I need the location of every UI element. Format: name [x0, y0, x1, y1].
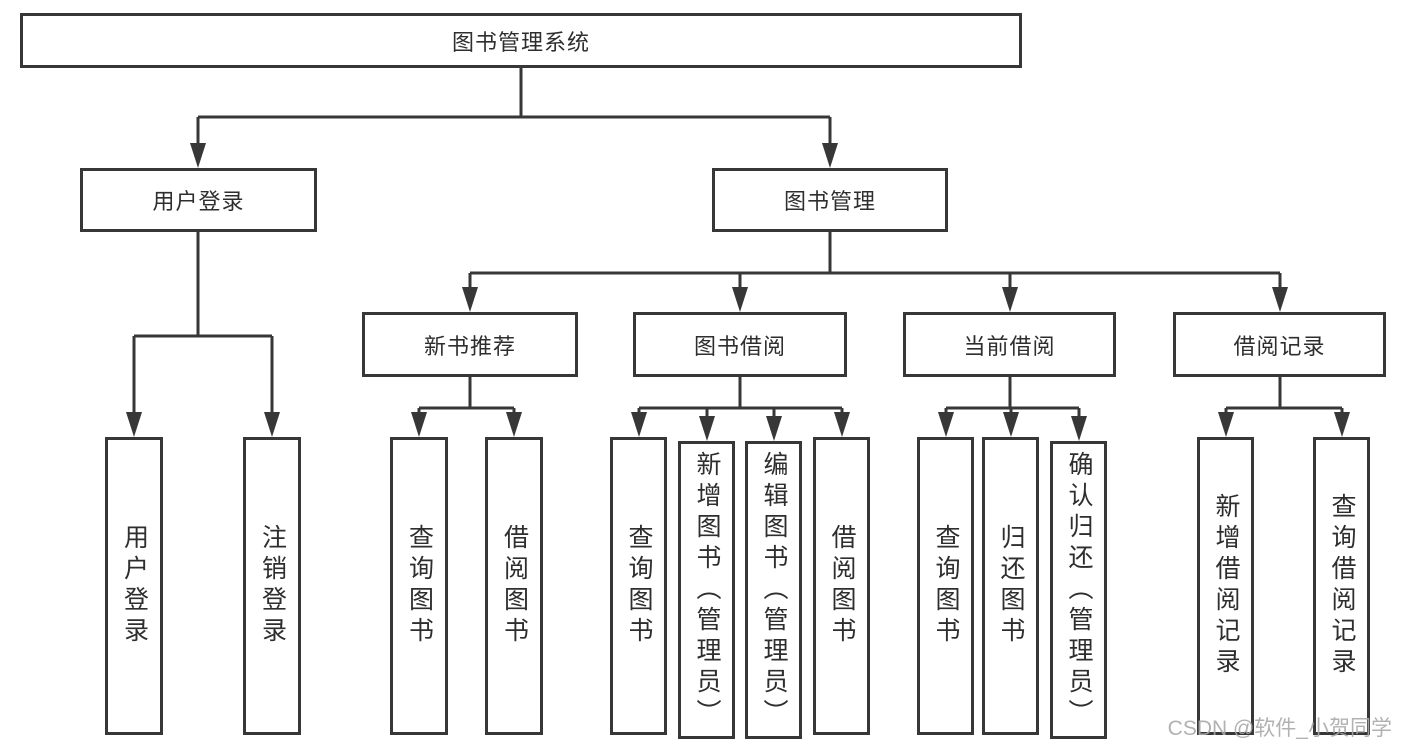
- arrowhead: [264, 412, 280, 437]
- arrowhead: [822, 143, 838, 168]
- leaf-recommend-borrow-book: 借阅图书: [485, 437, 543, 735]
- node-borrow-record: 借阅记录: [1173, 312, 1386, 377]
- arrowheads: [126, 143, 1350, 441]
- node-book-borrow: 图书借阅: [633, 312, 847, 377]
- node-user-login: 用户登录: [80, 168, 317, 232]
- node-current-borrow-label: 当前借阅: [963, 333, 1056, 359]
- arrowhead: [411, 412, 427, 437]
- edge-recommend-to-leaves: [417, 377, 516, 422]
- leaf-recommend-borrow-book-label: 借阅图书: [500, 524, 529, 648]
- leaf-record-query-borrow-record: 查询借阅记录: [1313, 437, 1370, 735]
- arrowhead: [1071, 416, 1087, 441]
- arrowhead: [1334, 412, 1350, 437]
- arrowhead: [506, 412, 522, 437]
- leaf-recommend-query-book: 查询图书: [390, 437, 448, 735]
- leaf-current-return-book-label: 归还图书: [997, 524, 1025, 648]
- arrowhead: [190, 143, 206, 168]
- arrowhead: [462, 287, 478, 312]
- leaf-borrow-add-book-admin-label: 新增图书（管理员）: [693, 450, 721, 730]
- arrowhead: [1272, 287, 1288, 312]
- node-book-management-label: 图书管理: [783, 189, 876, 214]
- edge-userlogin-to-leaves: [132, 232, 274, 420]
- edge-record-to-leaves: [1224, 377, 1344, 422]
- node-book-management: 图书管理: [712, 168, 948, 232]
- leaf-current-query-book: 查询图书: [917, 437, 974, 735]
- csdn-watermark: CSDN @软件_小贺同学: [1167, 717, 1392, 740]
- arrowhead: [631, 412, 647, 437]
- arrowhead: [126, 412, 142, 437]
- leaf-current-confirm-return-admin: 确认归还（管理员）: [1050, 441, 1107, 739]
- arrowhead: [732, 287, 748, 312]
- leaf-current-confirm-return-admin-label: 确认归还（管理员）: [1065, 450, 1093, 730]
- leaf-user-login-label: 用户登录: [120, 524, 149, 648]
- leaf-record-add-borrow-record-label: 新增借阅记录: [1212, 493, 1240, 679]
- leaf-borrow-query-book: 查询图书: [610, 437, 667, 735]
- leaf-record-query-borrow-record-label: 查询借阅记录: [1328, 493, 1356, 679]
- leaf-borrow-add-book-admin: 新增图书（管理员）: [678, 441, 735, 739]
- arrowhead: [1218, 412, 1234, 437]
- node-user-login-label: 用户登录: [152, 189, 245, 214]
- leaf-recommend-query-book-label: 查询图书: [405, 524, 434, 648]
- node-new-book-recommend-label: 新书推荐: [423, 333, 516, 359]
- leaf-borrow-edit-book-admin: 编辑图书（管理员）: [745, 441, 802, 739]
- arrowhead: [699, 416, 715, 441]
- edge-bookmanagement-to-level2: [468, 232, 1282, 295]
- arrowhead: [1003, 412, 1019, 437]
- arrowhead: [938, 412, 954, 437]
- edge-root-to-level1: [196, 68, 832, 150]
- node-borrow-record-label: 借阅记录: [1233, 333, 1326, 359]
- leaf-logout-label: 注销登录: [258, 524, 287, 648]
- leaf-borrow-query-book-label: 查询图书: [625, 524, 653, 648]
- leaf-current-return-book: 归还图书: [982, 437, 1039, 735]
- node-book-borrow-label: 图书借阅: [693, 333, 786, 359]
- node-root: 图书管理系统: [20, 13, 1022, 68]
- arrowhead: [1002, 287, 1018, 312]
- leaf-borrow-edit-book-admin-label: 编辑图书（管理员）: [760, 450, 788, 730]
- node-new-book-recommend: 新书推荐: [362, 312, 578, 377]
- arrowhead: [834, 412, 850, 437]
- leaf-user-login: 用户登录: [105, 437, 163, 735]
- leaf-logout: 注销登录: [243, 437, 301, 735]
- leaf-borrow-borrow-book: 借阅图书: [813, 437, 870, 735]
- arrowhead: [766, 416, 782, 441]
- leaf-record-add-borrow-record: 新增借阅记录: [1197, 437, 1254, 735]
- node-current-borrow: 当前借阅: [903, 312, 1116, 377]
- node-root-label: 图书管理系统: [451, 29, 590, 55]
- leaf-current-query-book-label: 查询图书: [932, 524, 960, 648]
- leaf-borrow-borrow-book-label: 借阅图书: [828, 524, 856, 648]
- edge-borrow-to-leaves: [637, 377, 844, 424]
